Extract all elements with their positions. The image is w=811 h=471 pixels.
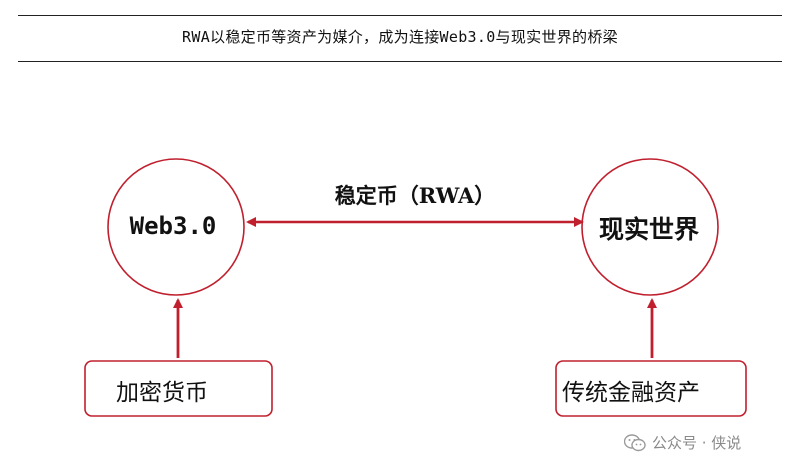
watermark: 公众号 · 侠说 <box>623 432 742 453</box>
real-world-node-circle <box>581 158 719 296</box>
web3-node-circle <box>107 158 245 296</box>
bottom-rule <box>18 61 782 62</box>
page-title: RWA以稳定币等资产为媒介，成为连接Web3.0与现实世界的桥梁 <box>182 28 618 46</box>
stablecoin-edge-label: 稳定币（RWA） <box>334 183 496 208</box>
real-world-node-label: 现实世界 <box>598 215 699 244</box>
wechat-icon <box>623 433 646 452</box>
watermark-text: 公众号 · 侠说 <box>652 434 742 452</box>
crypto-box-label: 加密货币 <box>116 380 208 406</box>
traditional-box <box>555 360 747 417</box>
crypto-box <box>84 360 273 417</box>
top-rule <box>18 15 782 16</box>
web3-node-label: Web3.0 <box>129 212 217 240</box>
traditional-box-label: 传统金融资产 <box>562 380 700 406</box>
